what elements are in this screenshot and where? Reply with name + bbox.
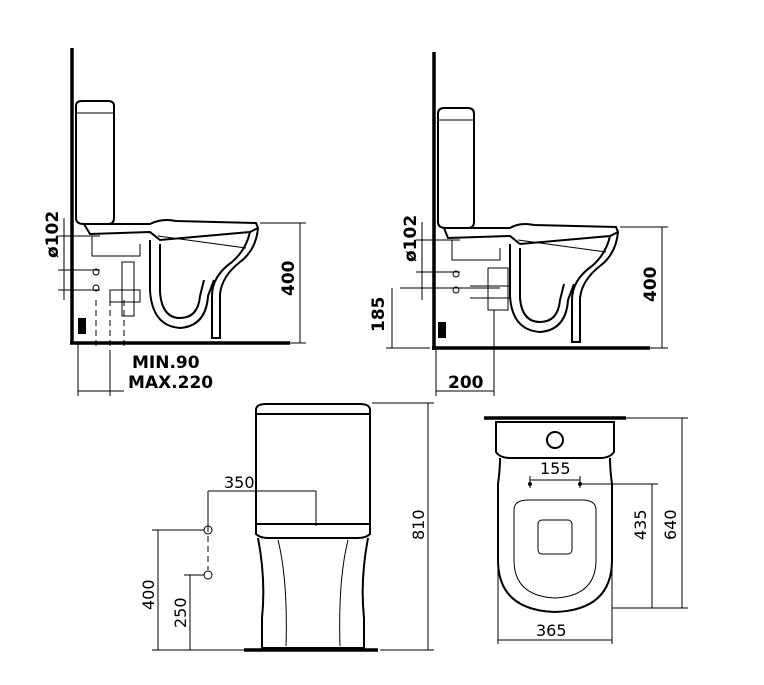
height-label: 400: [279, 260, 299, 296]
inlet-height-upper-label: 400: [139, 579, 158, 610]
inlet-height-lower-label: 250: [171, 597, 190, 628]
pipe-diameter-label: ø102: [43, 211, 63, 258]
total-depth-label: 640: [661, 509, 680, 540]
side-view-wall-outlet: ø102 185 400 200: [369, 52, 668, 396]
wall-distance-label: 200: [448, 373, 484, 393]
fixing-depth-label: 435: [631, 509, 650, 540]
pipe-diameter-label: ø102: [401, 215, 421, 262]
side-view-floor-outlet: ø102 400 MIN.90 MAX.220: [43, 48, 306, 396]
outlet-height-label: 185: [369, 297, 389, 333]
offset-max-label: MAX.220: [128, 373, 213, 393]
inlet-offset-label: 350: [224, 473, 255, 492]
total-height-label: 810: [409, 509, 428, 540]
front-view: 350 400 250 810: [139, 402, 434, 652]
top-view: 155 435 640 365: [484, 416, 688, 644]
height-label: 400: [641, 266, 661, 302]
width-label: 365: [536, 621, 567, 640]
offset-min-label: MIN.90: [132, 353, 200, 373]
fixing-span-label: 155: [540, 459, 571, 478]
